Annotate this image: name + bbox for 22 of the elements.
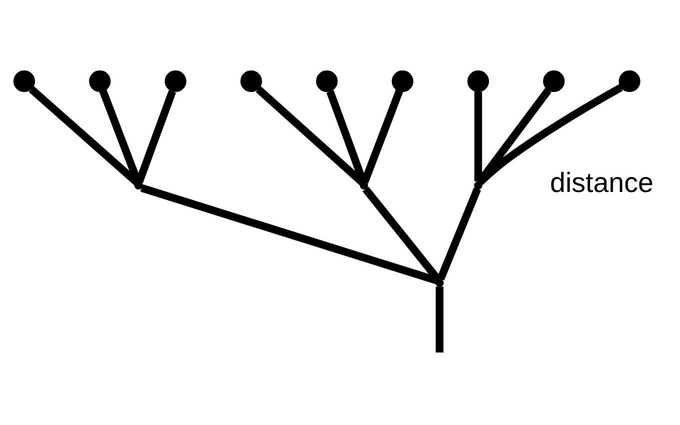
connector	[362, 186, 442, 282]
connector	[136, 90, 176, 184]
connector	[361, 89, 404, 184]
connector	[436, 286, 444, 352]
connector	[140, 184, 438, 284]
node-circle	[392, 70, 414, 92]
connector	[477, 84, 623, 186]
node-circle	[316, 70, 338, 92]
node-circle	[13, 70, 36, 92]
node-circle	[467, 70, 490, 92]
node-circle	[543, 70, 565, 92]
node-circle	[618, 70, 640, 92]
node-point	[436, 278, 444, 288]
node-circle	[240, 70, 262, 92]
label: distance	[550, 167, 654, 198]
connector	[474, 92, 482, 182]
node-point	[134, 181, 143, 190]
node-point	[474, 181, 482, 190]
node-point	[360, 181, 368, 190]
connector	[436, 187, 481, 281]
node-circle	[89, 70, 111, 92]
node-circle	[164, 70, 186, 92]
